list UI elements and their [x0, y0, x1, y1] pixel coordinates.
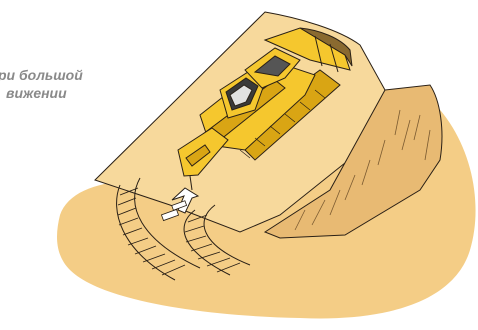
caption-line-2: вижении: [0, 85, 67, 101]
caption-text: ри большой вижении: [0, 66, 83, 102]
caption-line-1: ри большой: [0, 67, 83, 83]
